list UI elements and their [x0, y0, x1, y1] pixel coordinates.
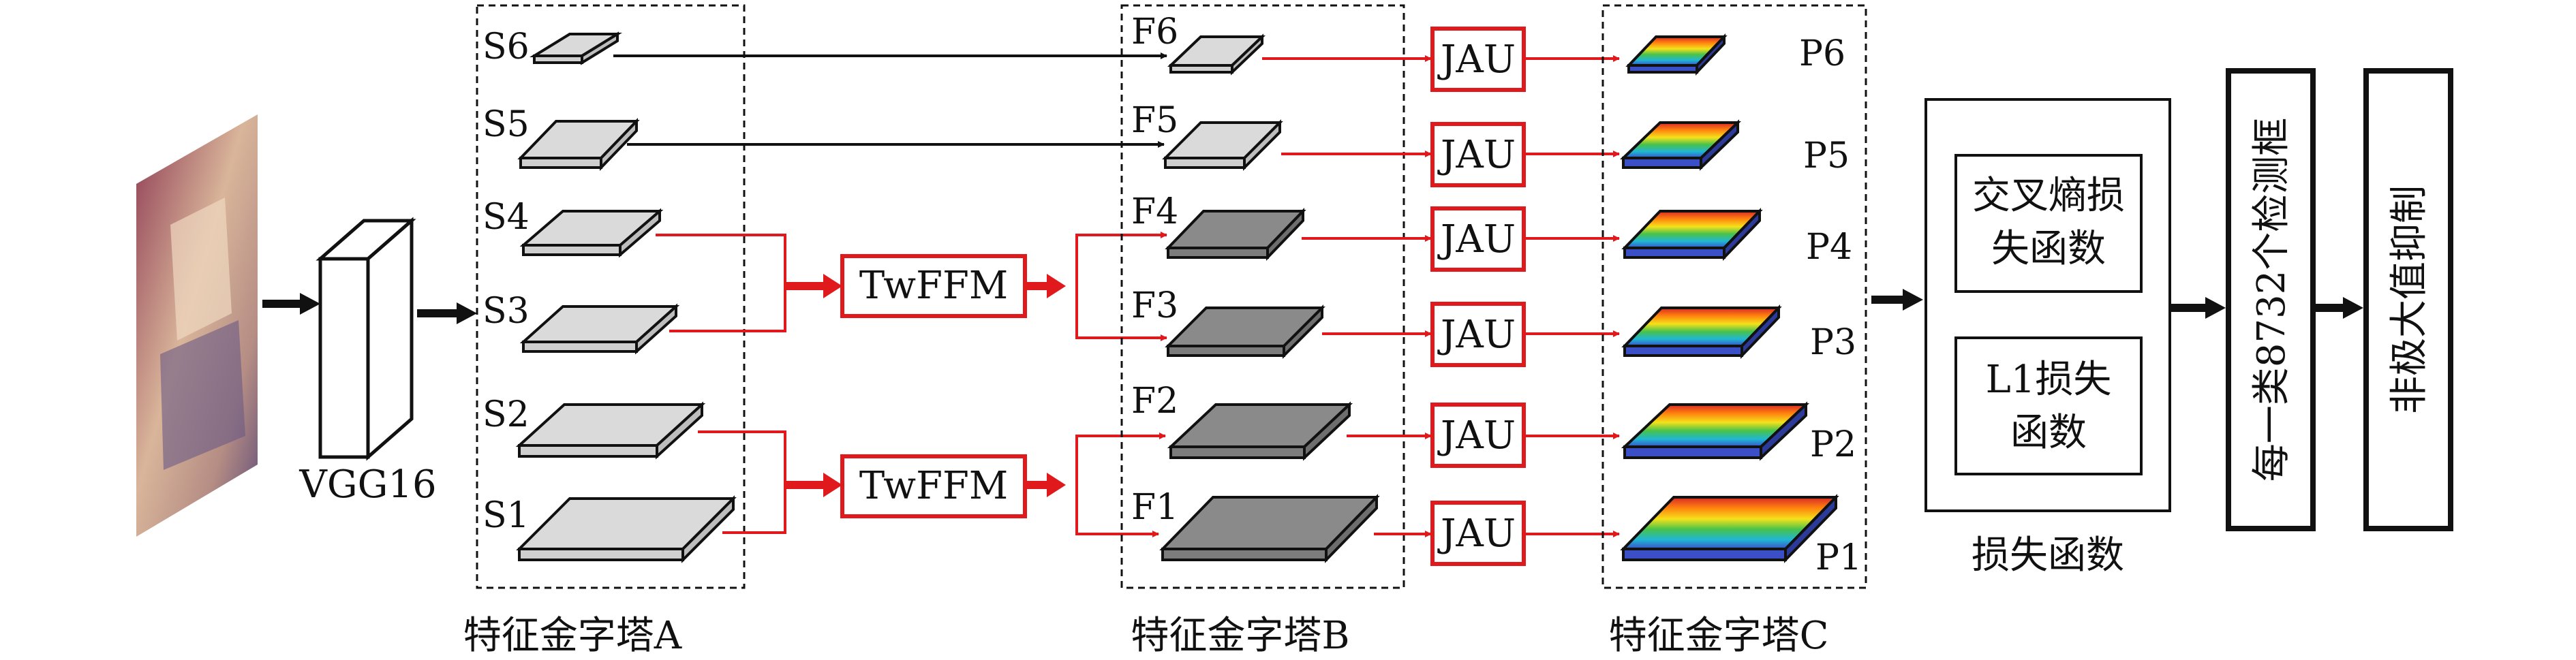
layer-s2 — [515, 401, 706, 460]
label-s3: S3 — [482, 291, 530, 332]
loss-item-ce: 交叉熵损 失函数 — [1954, 154, 2143, 293]
svg-text:函数: 函数 — [2010, 411, 2087, 455]
label-p1: P1 — [1815, 537, 1862, 578]
pyramid-c-caption: 特征金字塔C — [1609, 614, 1829, 658]
label-p4: P4 — [1806, 227, 1852, 268]
label-f4: F4 — [1131, 191, 1178, 232]
twffm-branch-upper — [1075, 232, 1167, 341]
fusion-arrow-upper — [784, 274, 842, 298]
backbone-label: VGG16 — [298, 462, 436, 507]
step-label-nms: 非极大值抑制 — [2387, 185, 2432, 414]
pyramid-b-caption: 特征金字塔B — [1131, 614, 1349, 658]
f-to-jau-arrows — [1262, 55, 1432, 537]
layer-s1 — [516, 495, 737, 563]
step-box-nms — [2363, 68, 2453, 531]
svg-text:JAU: JAU — [1437, 133, 1516, 177]
layer-s6 — [529, 31, 623, 65]
twffm-branch-lower — [1075, 433, 1166, 537]
label-s1: S1 — [482, 495, 530, 536]
svg-text:JAU: JAU — [1437, 512, 1516, 556]
jau-to-p-arrows — [1524, 55, 1620, 537]
jau-box-p2: JAU — [1430, 403, 1526, 468]
step-box-detections — [2226, 68, 2316, 531]
twffm-box-upper — [840, 254, 1027, 318]
twffm-label-upper: TwFFM — [859, 264, 1008, 308]
layer-f2 — [1167, 401, 1353, 461]
svg-text:失函数: 失函数 — [1991, 227, 2106, 271]
loss-item-l1: L1损失 函数 — [1954, 336, 2143, 475]
jau-box-p4: JAU — [1430, 206, 1526, 272]
label-p3: P3 — [1810, 322, 1856, 363]
label-p5: P5 — [1803, 136, 1850, 176]
label-p6: P6 — [1799, 33, 1845, 74]
step-label-detections: 每一类8732个检测框 — [2250, 118, 2294, 482]
layer-s4 — [519, 208, 664, 258]
layer-p3 — [1621, 304, 1782, 359]
svg-text:L1损失: L1损失 — [1986, 358, 2112, 402]
label-f2: F2 — [1131, 381, 1178, 422]
jau-box-p6: JAU — [1430, 27, 1526, 92]
arrow-vgg-to-pyramid-a — [417, 302, 477, 324]
fusion-arrow-lower — [784, 473, 842, 497]
layer-p6 — [1625, 33, 1728, 76]
label-s6: S6 — [482, 27, 530, 67]
layer-p4 — [1621, 208, 1763, 261]
twffm-out-arrow-upper — [1025, 274, 1066, 298]
layer-s5 — [517, 118, 640, 171]
twffm-label-lower: TwFFM — [859, 464, 1008, 508]
layer-p1 — [1620, 494, 1839, 563]
arrow-input-to-vgg — [262, 293, 320, 315]
twffm-box-lower — [840, 454, 1027, 518]
label-s5: S5 — [482, 104, 530, 145]
label-f3: F3 — [1131, 285, 1178, 326]
layer-p5 — [1620, 119, 1741, 171]
pyramid-a-frame — [476, 4, 746, 589]
svg-text:JAU: JAU — [1437, 413, 1516, 458]
layer-p2 — [1621, 401, 1810, 461]
svg-text:JAU: JAU — [1437, 217, 1516, 262]
label-s4: S4 — [482, 197, 530, 238]
jau-box-p5: JAU — [1430, 122, 1526, 187]
layer-f3 — [1165, 304, 1325, 359]
twffm-out-arrow-lower — [1025, 473, 1066, 497]
pyramid-a-caption: 特征金字塔A — [463, 614, 682, 658]
vgg16-block — [316, 217, 416, 461]
arrow-pyramid-c-to-loss — [1871, 289, 1923, 311]
label-f6: F6 — [1131, 12, 1178, 52]
label-s2: S2 — [482, 394, 530, 435]
label-f1: F1 — [1131, 487, 1178, 528]
label-p2: P2 — [1810, 424, 1856, 465]
svg-text:交叉熵损: 交叉熵损 — [1972, 174, 2125, 218]
layer-f1 — [1159, 494, 1380, 563]
jau-box-p3: JAU — [1430, 302, 1526, 367]
layer-s3 — [519, 303, 680, 355]
svg-text:JAU: JAU — [1437, 37, 1516, 82]
layer-f5 — [1162, 119, 1283, 171]
arrow-loss-to-boxes — [2171, 297, 2226, 319]
arrow-boxes-to-nms — [2314, 297, 2363, 319]
layer-f6 — [1167, 33, 1266, 76]
jau-box-p1: JAU — [1430, 501, 1526, 566]
layer-f4 — [1165, 208, 1306, 261]
pyramid-c-frame — [1601, 4, 1867, 589]
label-f5: F5 — [1131, 100, 1178, 141]
input-image — [136, 114, 258, 537]
svg-text:JAU: JAU — [1437, 313, 1516, 357]
pyramid-b-frame — [1120, 4, 1405, 589]
loss-caption: 损失函数 — [1972, 533, 2124, 578]
